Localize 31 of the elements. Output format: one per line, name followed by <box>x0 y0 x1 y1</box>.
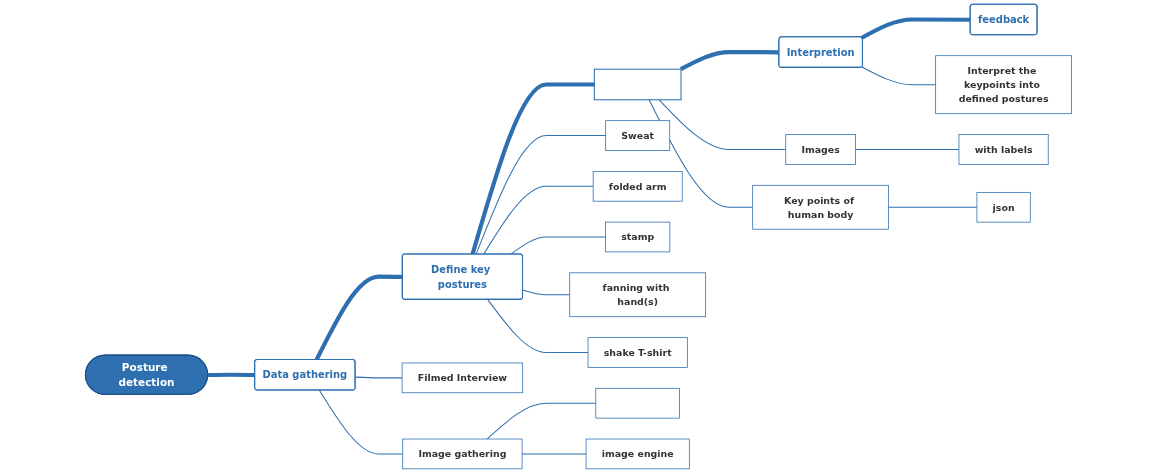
connector <box>475 135 607 255</box>
node-box: stamp <box>605 221 671 253</box>
node-box: folded arm <box>592 171 683 202</box>
connector <box>521 453 587 455</box>
connector <box>658 99 787 151</box>
node-box: with labels <box>958 134 1049 165</box>
connector <box>860 17 971 40</box>
connector <box>855 148 960 151</box>
node-box: Images <box>785 134 856 165</box>
node-box: Key points of human body <box>752 184 889 230</box>
connector <box>487 299 589 354</box>
connector <box>861 66 937 86</box>
connector <box>888 206 978 208</box>
connector <box>522 289 571 296</box>
connector <box>486 402 597 440</box>
connector <box>318 389 404 455</box>
node-box <box>593 68 682 101</box>
connector <box>510 236 607 255</box>
node-box: Filmed Interview <box>401 362 524 394</box>
node-box: json <box>976 191 1031 223</box>
node-box: fanning with hand(s) <box>569 272 707 318</box>
node-box: Sweat <box>605 120 671 151</box>
node-box <box>595 387 680 419</box>
connector <box>470 82 595 255</box>
node-box: image engine <box>585 438 690 470</box>
connector <box>483 185 594 255</box>
node-box: Interpret the keypoints into defined postures <box>935 55 1072 115</box>
node-box: shake T-shirt <box>587 337 688 368</box>
node-box: Image gathering <box>402 438 523 470</box>
connector <box>207 372 255 378</box>
connector <box>314 274 403 361</box>
